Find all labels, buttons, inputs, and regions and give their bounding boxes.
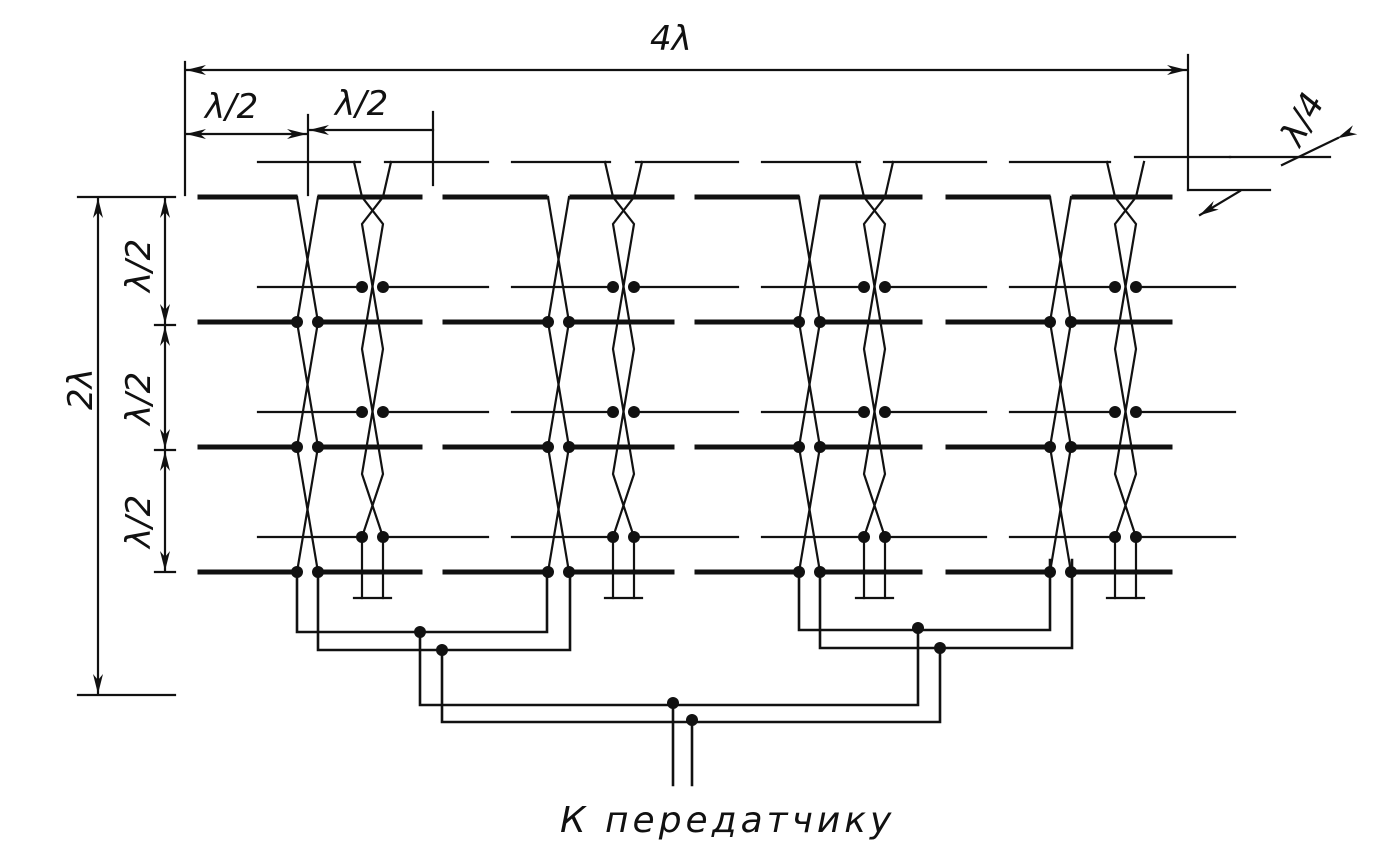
feed-point-dot: [356, 531, 368, 543]
feed-point-dot: [542, 441, 554, 453]
feed-point-dot: [1130, 281, 1142, 293]
dipole-array: [197, 155, 1237, 600]
feed-point-dot: [814, 441, 826, 453]
feed-point-dot: [291, 441, 303, 453]
feed-point-dot: [542, 316, 554, 328]
feed-point-dot: [628, 406, 640, 418]
feed-point-dot: [628, 531, 640, 543]
feed-network: [295, 558, 1074, 787]
dim-half-wave-2-label: λ/2: [333, 84, 388, 124]
feed-point-dot: [1044, 316, 1056, 328]
feed-point-dot: [1109, 281, 1121, 293]
active-feeder-wire: [1048, 195, 1073, 574]
feed-point-dot: [1109, 531, 1121, 543]
feed-point-dot: [356, 281, 368, 293]
feed-point-dot: [1130, 531, 1142, 543]
feed-point-dot: [377, 406, 389, 418]
feed-point-dot: [377, 531, 389, 543]
transmitter-caption: К передатчику: [560, 800, 895, 841]
active-feeder-wire: [546, 195, 571, 574]
feed-point-dot: [793, 441, 805, 453]
feed-point-dot: [312, 316, 324, 328]
feed-point-dot: [858, 281, 870, 293]
feed-point-dot: [628, 281, 640, 293]
feed-point-dot: [858, 406, 870, 418]
feed-point-dot: [377, 281, 389, 293]
feed-point-dot: [814, 316, 826, 328]
dim-half-wave-1-label: λ/2: [203, 87, 258, 127]
feed-point-dot: [607, 406, 619, 418]
dimension-lines: [76, 53, 1358, 697]
feed-point-dot: [563, 441, 575, 453]
feed-point-dot: [793, 316, 805, 328]
dim-row-spacing-3-label: λ/2: [119, 495, 159, 550]
feed-point-dot: [607, 531, 619, 543]
feed-point-dot: [879, 531, 891, 543]
active-feeder-wire: [797, 195, 822, 574]
feed-point-dot: [563, 316, 575, 328]
feed-point-dot: [1044, 441, 1056, 453]
dim-total-width-label: 4λ: [650, 19, 692, 59]
feed-point-dot: [312, 441, 324, 453]
feed-point-dot: [1109, 406, 1121, 418]
active-feeder-wire: [295, 195, 320, 574]
feed-point-dot: [858, 531, 870, 543]
dim-total-height-label: 2λ: [61, 368, 101, 410]
feed-point-dot: [879, 406, 891, 418]
feed-point-dot: [1065, 316, 1077, 328]
feed-point-dot: [1130, 406, 1142, 418]
feed-point-dot: [879, 281, 891, 293]
dim-row-spacing-2-label: λ/2: [119, 372, 159, 427]
feed-point-dot: [291, 316, 303, 328]
feed-point-dot: [356, 406, 368, 418]
dim-row-spacing-1-label: λ/2: [119, 239, 159, 294]
feed-point-dot: [1065, 441, 1077, 453]
feed-point-dot: [607, 281, 619, 293]
